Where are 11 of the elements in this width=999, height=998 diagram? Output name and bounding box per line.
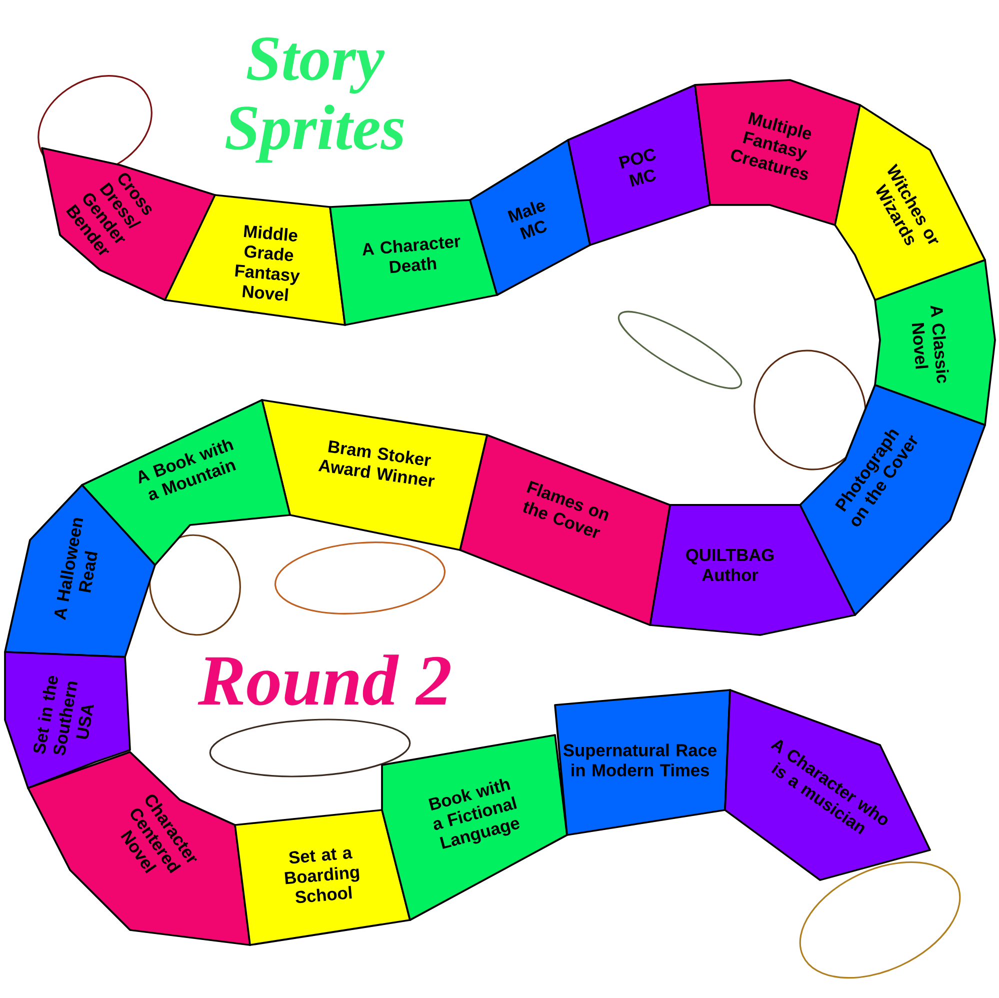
board-space: Set at a Boarding School [234,809,411,946]
board-space: Supernatural Race in Modern Times [554,689,731,836]
board-space: Middle Grade Fantasy Novel [164,194,346,326]
board-space: POC MC [567,84,711,246]
board-space: Male MC [469,139,591,296]
title: Story Sprites [225,37,404,163]
board-space: A Character Death [329,199,498,326]
board-space: Set in the Southern USA [4,651,131,789]
heading-text: Round 2 [198,654,450,706]
board-space: A Classic Novel [874,259,996,426]
board-space: Bram Stoker Award Winner [261,399,488,551]
